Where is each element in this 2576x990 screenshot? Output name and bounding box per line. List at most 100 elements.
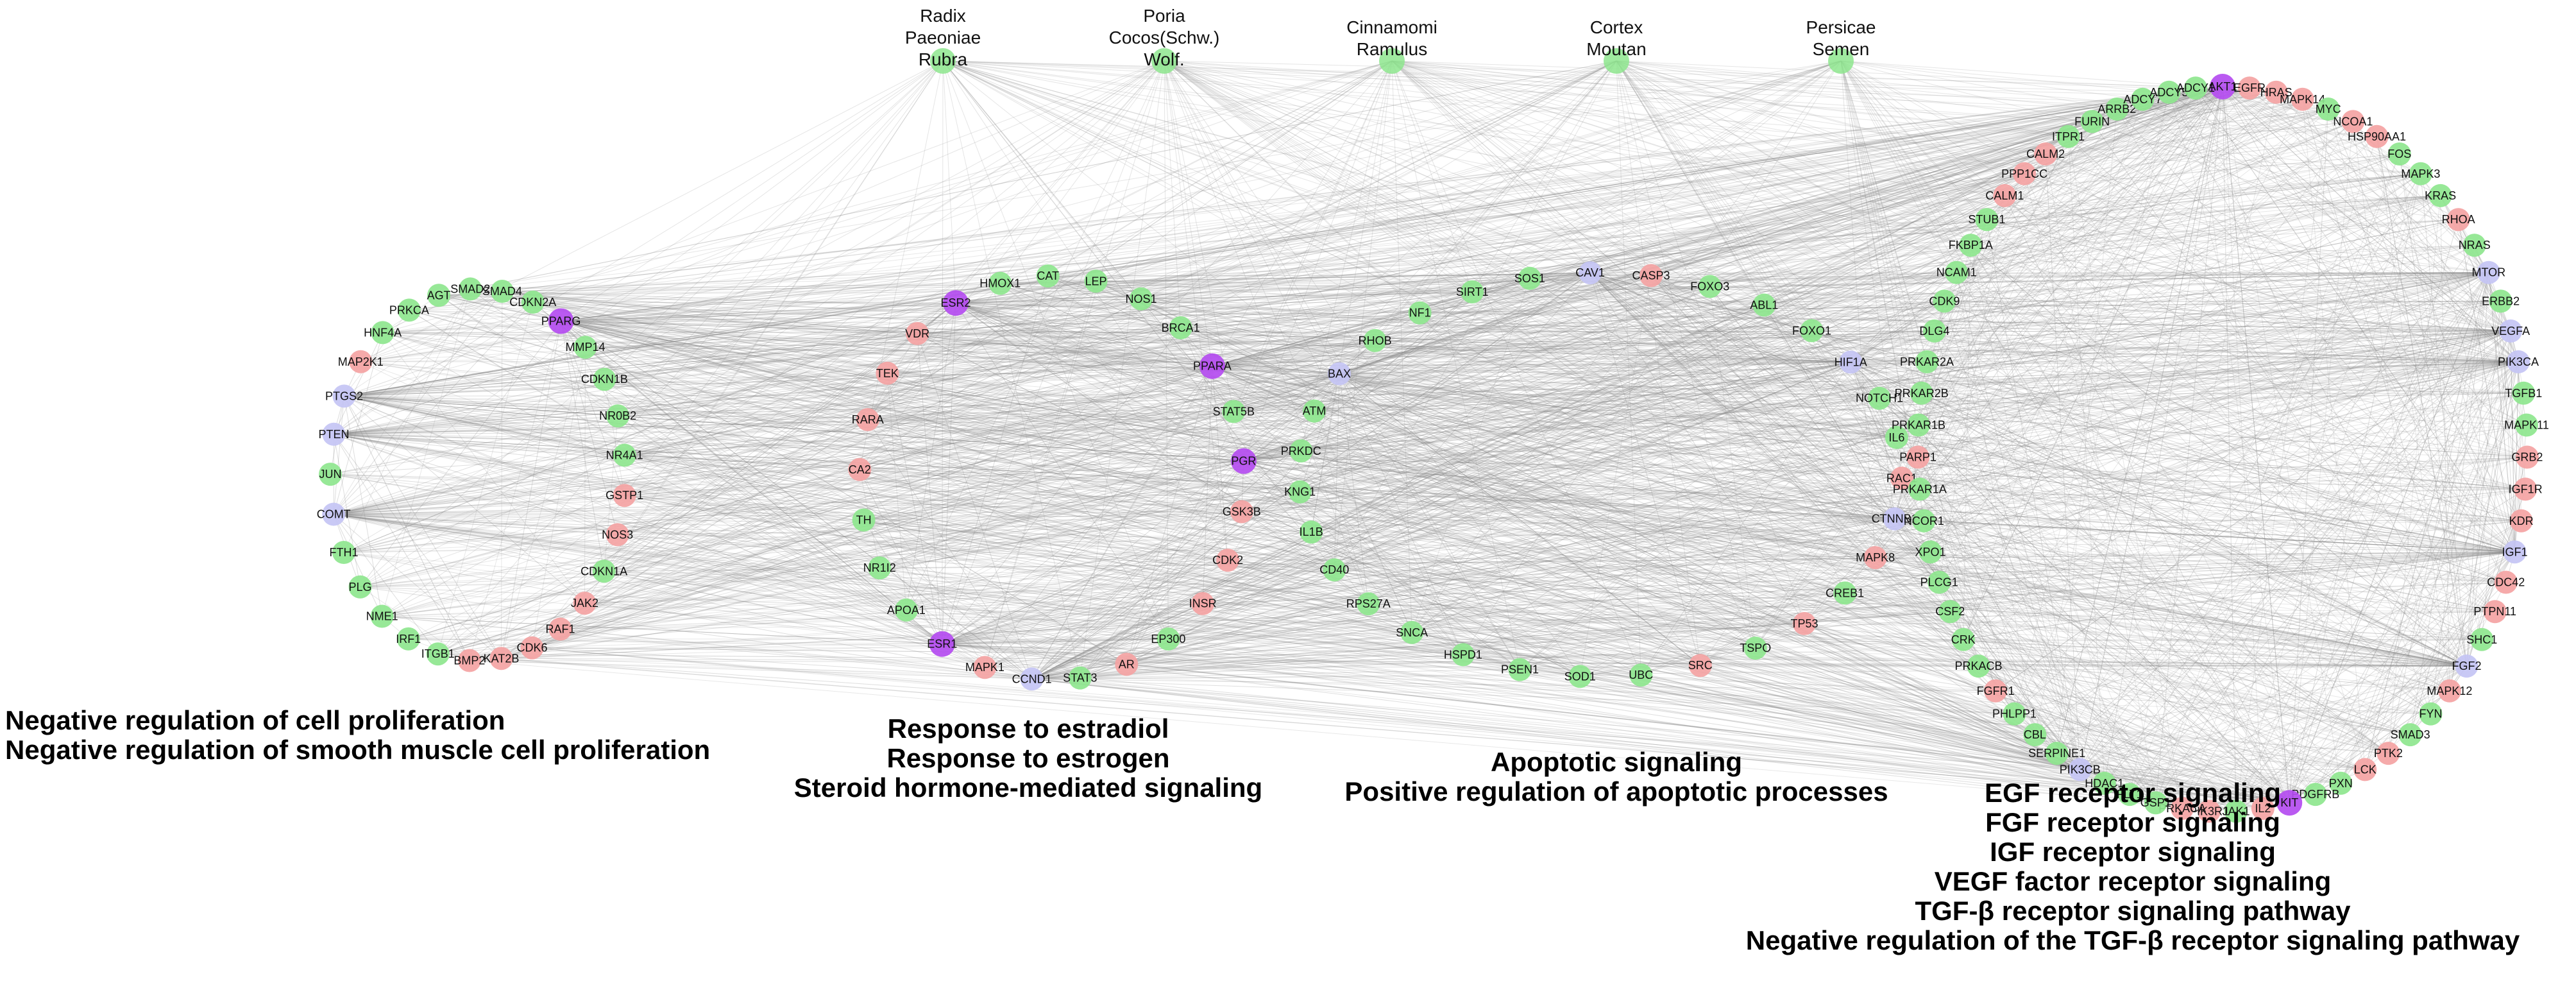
network-edge bbox=[1590, 272, 2527, 425]
network-edge bbox=[334, 434, 2495, 612]
network-edge bbox=[469, 450, 1301, 661]
network-edge bbox=[942, 60, 1234, 412]
target-node-hnf4a bbox=[371, 321, 394, 345]
network-edge bbox=[2474, 245, 2511, 332]
network-edge bbox=[1314, 411, 1895, 520]
network-edge bbox=[1930, 552, 1964, 640]
network-edge bbox=[1650, 86, 2223, 276]
network-edge bbox=[1589, 272, 1812, 331]
network-edge bbox=[1840, 60, 2431, 714]
caption-line: Negative regulation of the TGF-β recepto… bbox=[1745, 925, 2520, 955]
network-edge bbox=[439, 294, 1919, 425]
network-edge bbox=[1650, 108, 2328, 276]
network-edge bbox=[1031, 99, 2303, 679]
network-edge bbox=[1241, 173, 2421, 512]
target-node-pten bbox=[322, 422, 346, 446]
target-label: SHC1 bbox=[2466, 633, 2497, 646]
network-edge bbox=[2289, 272, 2489, 803]
network-edge bbox=[1047, 272, 2489, 277]
network-edge bbox=[1212, 366, 1701, 666]
network-edge bbox=[942, 305, 1765, 645]
network-edge bbox=[604, 87, 2250, 380]
network-edge bbox=[1987, 219, 2467, 667]
target-label: ADCY5 bbox=[2149, 86, 2188, 99]
network-edge bbox=[334, 514, 1169, 640]
network-edge bbox=[2352, 121, 2522, 521]
network-edge bbox=[1650, 275, 2511, 332]
network-edge bbox=[1840, 60, 1971, 246]
network-edge bbox=[867, 60, 1617, 420]
network-edge bbox=[439, 294, 2515, 552]
network-edge bbox=[343, 520, 2521, 553]
network-edge bbox=[955, 298, 1142, 303]
network-edge bbox=[408, 92, 2169, 640]
network-edge bbox=[382, 60, 1165, 617]
network-edge bbox=[1851, 272, 2489, 363]
network-edge bbox=[1031, 86, 2223, 679]
network-edge bbox=[1921, 99, 2303, 394]
network-edge bbox=[1894, 121, 2353, 519]
network-edge bbox=[343, 298, 1142, 553]
network-edge bbox=[1650, 275, 1964, 640]
target-node-grb2 bbox=[2515, 445, 2539, 469]
network-edge bbox=[382, 153, 2400, 333]
network-edge bbox=[879, 567, 1127, 665]
network-edge bbox=[334, 340, 1375, 435]
network-edge bbox=[2080, 639, 2482, 770]
network-edge bbox=[343, 99, 2143, 553]
target-label: AGT bbox=[427, 289, 451, 302]
network-edge bbox=[334, 272, 2489, 435]
network-edge bbox=[409, 87, 2196, 311]
target-node-psen1 bbox=[1508, 658, 1532, 681]
network-edge bbox=[2235, 272, 2489, 812]
network-edge bbox=[2068, 136, 2519, 363]
network-edge bbox=[1212, 300, 1945, 367]
caption-cluster-1: Negative regulation of cell proliferatio… bbox=[5, 706, 710, 765]
network-edge bbox=[585, 346, 943, 645]
network-edge bbox=[618, 280, 1096, 416]
network-edge bbox=[360, 361, 1951, 612]
network-edge bbox=[942, 60, 1902, 479]
network-edge bbox=[2235, 639, 2482, 812]
network-edge bbox=[1243, 244, 2475, 462]
network-edge bbox=[1031, 219, 1987, 679]
network-edge bbox=[942, 60, 2389, 754]
network-edge bbox=[1840, 60, 2264, 809]
network-edge bbox=[867, 373, 1340, 420]
network-edge bbox=[1930, 86, 2223, 552]
network-edge bbox=[561, 321, 2366, 770]
network-edge bbox=[1411, 632, 2080, 770]
network-edge bbox=[2117, 108, 2489, 273]
target-label: HIF1A bbox=[1835, 355, 1867, 368]
network-edge bbox=[1850, 92, 2276, 363]
network-edge bbox=[2104, 272, 2489, 784]
target-label: PPP1CC bbox=[2001, 167, 2047, 180]
target-node-ar bbox=[1115, 653, 1139, 676]
network-edge bbox=[561, 108, 2117, 321]
target-node-sirt1 bbox=[1461, 280, 1484, 303]
network-edge bbox=[438, 294, 1032, 679]
network-edge bbox=[1918, 87, 2196, 425]
network-edge bbox=[1616, 60, 2092, 122]
network-edge bbox=[2222, 86, 2511, 332]
network-edge bbox=[860, 361, 2519, 470]
network-edge bbox=[1391, 60, 1895, 519]
network-edge bbox=[532, 302, 1212, 367]
network-edge bbox=[1650, 275, 2290, 803]
network-edge bbox=[604, 379, 1897, 438]
network-edge bbox=[334, 366, 1212, 515]
network-edge bbox=[624, 455, 1895, 520]
network-edge bbox=[1164, 60, 2092, 122]
network-edge bbox=[1300, 491, 1996, 692]
network-edge bbox=[604, 398, 1880, 572]
network-edge bbox=[561, 153, 2046, 321]
network-edge bbox=[2004, 195, 2511, 332]
network-edge bbox=[2481, 330, 2511, 640]
network-edge bbox=[584, 602, 2080, 770]
network-edge bbox=[1243, 461, 2515, 552]
network-edge bbox=[955, 291, 1473, 303]
network-edge bbox=[360, 291, 503, 363]
network-edge bbox=[1917, 457, 2081, 770]
network-edge bbox=[360, 60, 1165, 363]
network-edge bbox=[469, 302, 956, 661]
